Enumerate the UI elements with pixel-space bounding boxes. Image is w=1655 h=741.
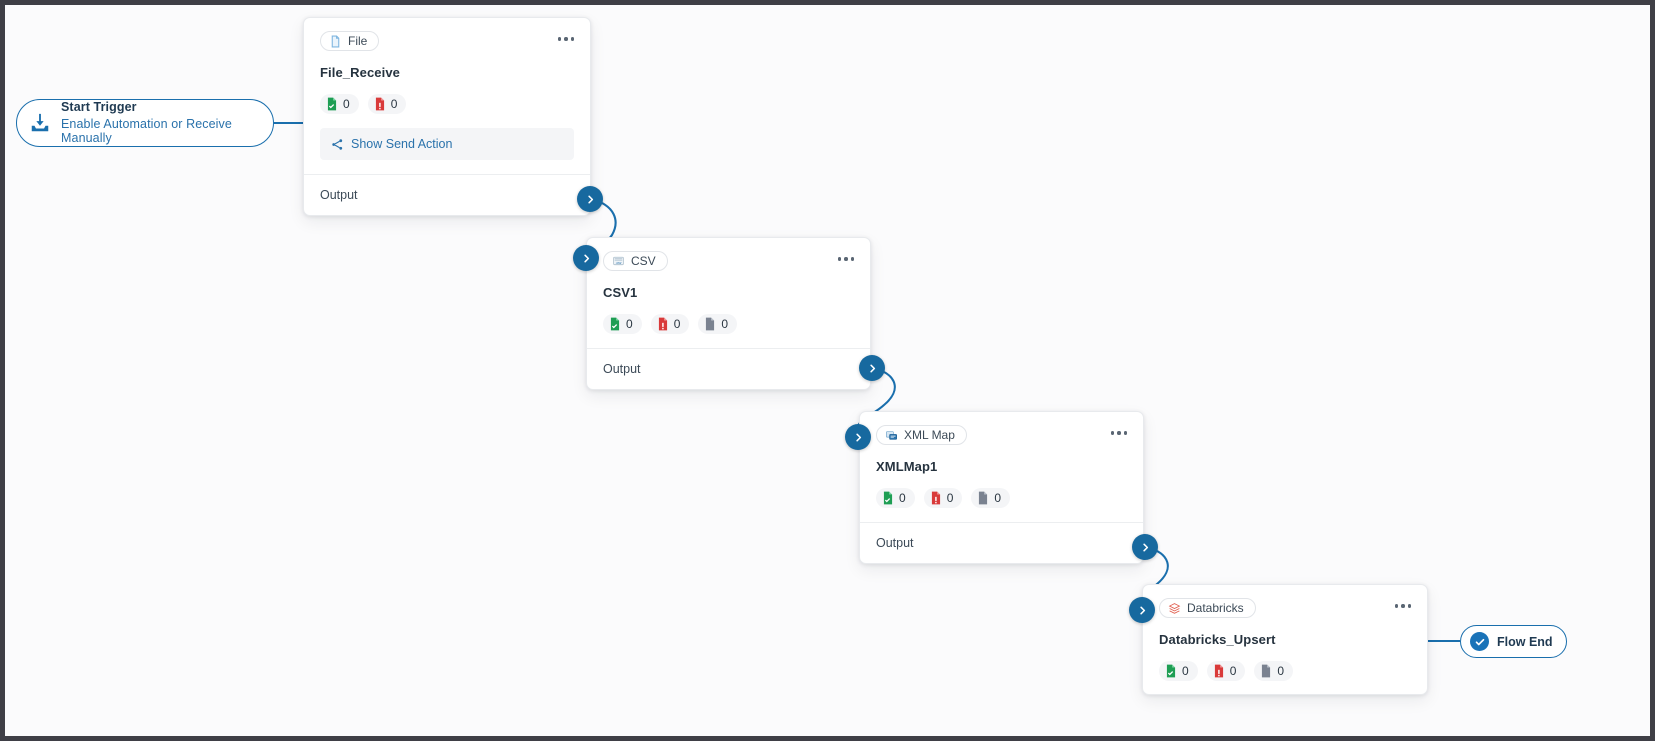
node-output-row[interactable]: Output xyxy=(860,522,1143,563)
connector-handle-csv-input[interactable] xyxy=(573,245,599,271)
file-success-icon xyxy=(610,317,620,331)
status-chip-value: 0 xyxy=(673,317,681,331)
status-chip-error[interactable]: 0 xyxy=(1206,661,1246,681)
chevron-right-icon xyxy=(1139,606,1145,614)
file-error-icon xyxy=(375,97,384,111)
xml-map-icon xyxy=(885,429,898,442)
chevron-right-icon xyxy=(855,433,861,441)
flow-end-label: Flow End xyxy=(1497,634,1553,649)
file-error-icon xyxy=(931,491,940,505)
file-blank-icon xyxy=(979,491,988,505)
node-output-row[interactable]: Output xyxy=(304,174,590,215)
ellipsis-icon[interactable] xyxy=(557,31,574,41)
ellipsis-icon[interactable] xyxy=(1394,598,1411,608)
node-status-chips: 0 0 0 xyxy=(603,314,854,348)
node-status-chips: 0 0 xyxy=(320,94,574,128)
databricks-logo-icon xyxy=(1168,602,1181,615)
ellipsis-icon[interactable] xyxy=(1110,425,1127,435)
node-type-label: XML Map xyxy=(904,428,955,442)
node-status-chips: 0 0 0 xyxy=(876,488,1127,522)
ellipsis-icon[interactable] xyxy=(837,251,854,261)
status-chip-value: 0 xyxy=(994,491,1002,505)
node-type-badge-file: File xyxy=(320,31,380,51)
node-card-file-receive[interactable]: File File_Receive 0 xyxy=(303,17,591,216)
status-chip-value: 0 xyxy=(721,317,729,331)
node-card-xmlmap1[interactable]: XML Map XMLMap1 0 xyxy=(859,411,1144,564)
status-chip-value: 0 xyxy=(626,317,633,331)
status-chip-value: 0 xyxy=(1277,664,1285,678)
node-title: XMLMap1 xyxy=(876,459,938,474)
status-chip-value: 0 xyxy=(1182,664,1189,678)
file-success-icon xyxy=(327,97,337,111)
start-trigger-subtitle: Enable Automation or Receive Manually xyxy=(61,116,232,146)
status-chip-success[interactable]: 0 xyxy=(603,314,642,334)
status-chip-value: 0 xyxy=(946,491,954,505)
status-chip-value: 0 xyxy=(899,491,906,505)
status-chip-value: 0 xyxy=(390,97,398,111)
node-card-databricks-upsert[interactable]: Databricks Databricks_Upsert 0 xyxy=(1142,584,1428,695)
flow-end-node[interactable]: Flow End xyxy=(1460,625,1567,658)
node-type-badge-xml-map: XML Map xyxy=(876,425,967,445)
node-title: CSV1 xyxy=(603,285,638,300)
chevron-right-icon xyxy=(583,254,589,262)
node-type-badge-csv: .csv CSV xyxy=(603,251,668,271)
file-error-icon xyxy=(658,317,667,331)
connector-handle-databricks-input[interactable] xyxy=(1129,597,1155,623)
connector-handle-csv-output[interactable] xyxy=(859,355,885,381)
chevron-right-icon xyxy=(587,195,593,203)
status-chip-error[interactable]: 0 xyxy=(650,314,690,334)
node-card-csv1[interactable]: .csv CSV CSV1 0 xyxy=(586,237,871,390)
chevron-right-icon xyxy=(869,364,875,372)
status-chip-success[interactable]: 0 xyxy=(1159,661,1198,681)
file-error-icon xyxy=(1214,664,1223,678)
node-title: Databricks_Upsert xyxy=(1159,632,1276,647)
inbox-download-icon xyxy=(29,112,51,134)
file-success-icon xyxy=(883,491,893,505)
status-chip-blank[interactable]: 0 xyxy=(971,488,1011,508)
node-type-label: Databricks xyxy=(1187,601,1244,615)
node-type-label: File xyxy=(348,34,368,48)
node-output-label: Output xyxy=(320,188,358,202)
status-chip-error[interactable]: 0 xyxy=(923,488,963,508)
file-document-icon xyxy=(329,35,342,48)
chevron-right-icon xyxy=(1142,543,1148,551)
connector-handle-xmlmap-output[interactable] xyxy=(1132,534,1158,560)
node-output-label: Output xyxy=(603,362,641,376)
svg-text:.csv: .csv xyxy=(616,260,622,264)
node-status-chips: 0 0 0 xyxy=(1159,661,1411,694)
node-type-badge-databricks: Databricks xyxy=(1159,598,1256,618)
show-send-action-button[interactable]: Show Send Action xyxy=(320,128,574,160)
status-chip-blank[interactable]: 0 xyxy=(1254,661,1294,681)
show-send-action-label: Show Send Action xyxy=(351,137,453,151)
status-chip-value: 0 xyxy=(343,97,350,111)
status-chip-error[interactable]: 0 xyxy=(367,94,407,114)
node-type-label: CSV xyxy=(631,254,656,268)
share-branch-icon xyxy=(331,138,344,151)
status-chip-value: 0 xyxy=(1229,664,1237,678)
file-blank-icon xyxy=(1262,664,1271,678)
connector-handle-file-output[interactable] xyxy=(577,186,603,212)
status-chip-blank[interactable]: 0 xyxy=(698,314,738,334)
file-success-icon xyxy=(1166,664,1176,678)
connector-handle-xmlmap-input[interactable] xyxy=(845,424,871,450)
node-title: File_Receive xyxy=(320,65,400,80)
csv-file-icon: .csv xyxy=(612,255,625,268)
start-trigger-title: Start Trigger xyxy=(61,100,137,115)
start-trigger-node[interactable]: Start Trigger Enable Automation or Recei… xyxy=(16,99,274,147)
status-chip-success[interactable]: 0 xyxy=(320,94,359,114)
file-blank-icon xyxy=(706,317,715,331)
node-output-row[interactable]: Output xyxy=(587,348,870,389)
check-circle-icon xyxy=(1470,632,1489,651)
status-chip-success[interactable]: 0 xyxy=(876,488,915,508)
node-output-label: Output xyxy=(876,536,914,550)
